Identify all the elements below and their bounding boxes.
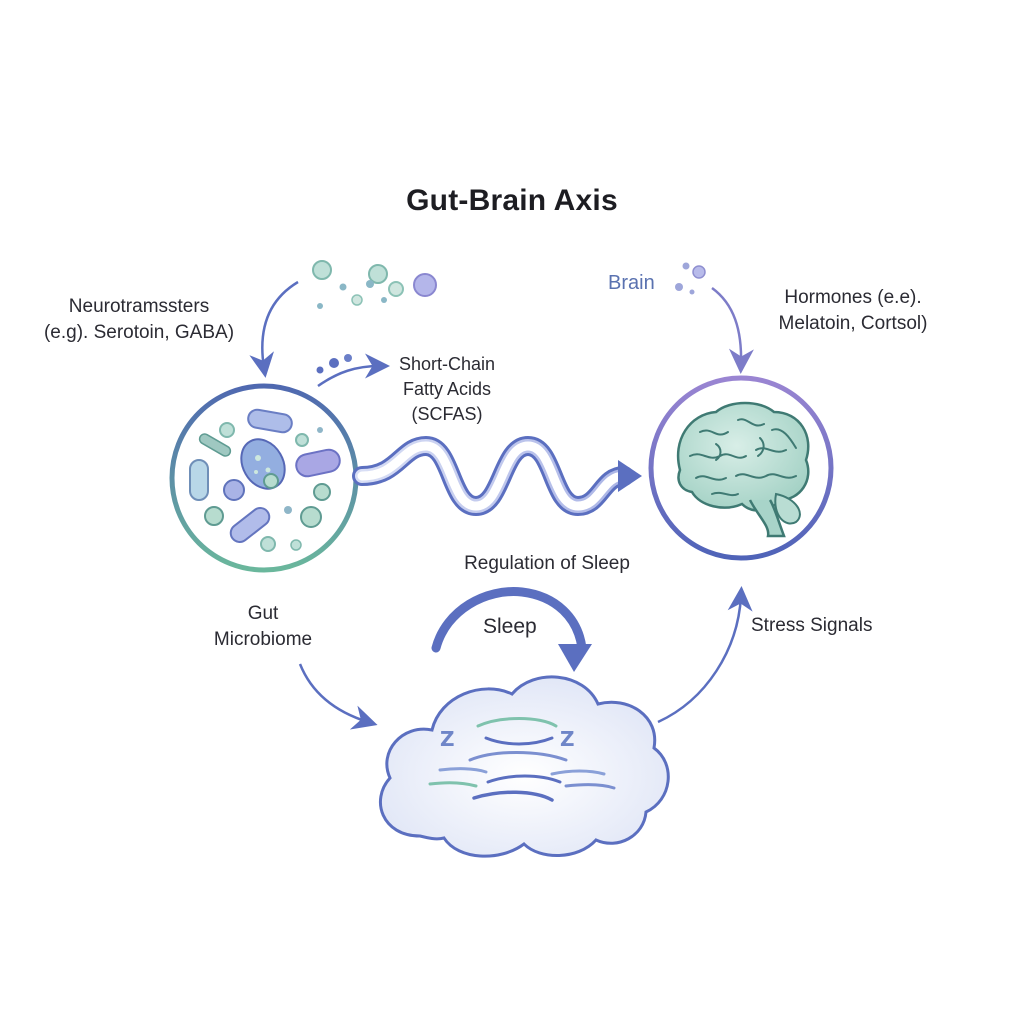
sleep-label: Sleep [483, 615, 537, 638]
brain-label: Brain [608, 272, 655, 294]
gut-microbiome-label-line2: Microbiome [213, 629, 313, 650]
gut-to-sleep-arrow [298, 663, 378, 730]
regulation-of-sleep-label: Regulation of Sleep [464, 553, 630, 574]
brain-icon [648, 375, 834, 561]
hormones-label-line2: Melatoin, Cortsol) [778, 313, 928, 334]
hormones-label: Hormones (e.e). Melatoin, Cortsol) [748, 285, 958, 337]
stress-signals-label: Stress Signals [751, 615, 873, 636]
neurotransmitter-arrow [249, 280, 299, 378]
hormones-label-line1: Hormones (e.e). [784, 287, 922, 308]
svg-text:Z: Z [560, 727, 575, 751]
scfa-label: Short-Chain Fatty Acids (SCFAS) [372, 352, 522, 427]
sleep-cycle-arrowhead [558, 644, 592, 672]
neurotransmitters-label-line1: Neurotramssters [68, 296, 210, 317]
gut-microbiome-label-line1: Gut [247, 603, 279, 624]
neurotransmitters-label-line2: (e.g). Serotoin, GABA) [43, 322, 235, 343]
hormone-bubbles-icon [675, 262, 706, 295]
sleep-cloud-icon: Z Z [379, 675, 670, 858]
scfa-label-line2: Fatty Acids [402, 379, 492, 399]
neurotransmitter-bubbles-icon [312, 260, 437, 309]
scfa-label-line1: Short-Chain [398, 354, 496, 374]
sleep-cycle-arrow [431, 587, 587, 653]
gut-to-brain-wave [352, 435, 642, 517]
gut-microbiome-label: Gut Microbiome [188, 601, 338, 653]
scfa-arrow [316, 353, 390, 388]
stress-signals-arrow [657, 586, 753, 724]
neurotransmitters-label: Neurotramssters (e.g). Serotoin, GABA) [24, 294, 254, 346]
gut-microbiome-icon [169, 383, 359, 573]
hormone-arrow [711, 286, 754, 374]
diagram-title: Gut-Brain Axis [406, 184, 618, 217]
scfa-label-line3: (SCFAS) [411, 404, 483, 424]
svg-text:Z: Z [440, 727, 455, 751]
